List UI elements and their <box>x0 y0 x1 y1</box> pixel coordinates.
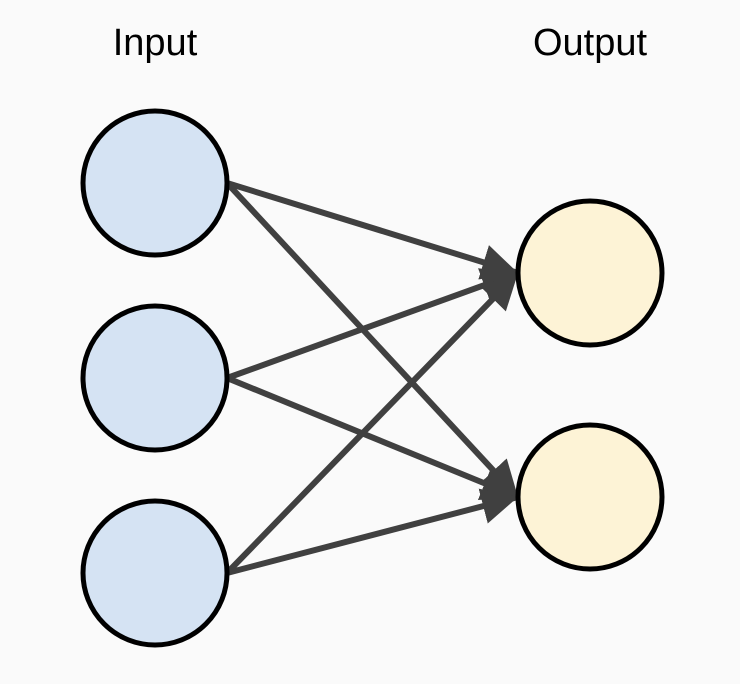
edge-input-1-to-output-2 <box>224 180 521 500</box>
edge-input-2-to-output-2 <box>225 375 520 501</box>
input-3-node <box>80 498 230 648</box>
output-2-node <box>515 422 665 572</box>
edge-input-3-to-output-2 <box>226 488 519 576</box>
output-layer-label: Output <box>533 22 648 64</box>
input-1-node <box>80 108 230 258</box>
edge-input-1-to-output-1 <box>226 180 519 280</box>
neurons <box>80 108 665 648</box>
edge-input-3-to-output-1 <box>224 270 521 576</box>
edge-input-2-to-output-1 <box>225 268 520 381</box>
connections <box>224 180 521 576</box>
output-1-node <box>515 198 665 348</box>
input-layer-label: Input <box>113 22 198 64</box>
input-2-node <box>80 303 230 453</box>
